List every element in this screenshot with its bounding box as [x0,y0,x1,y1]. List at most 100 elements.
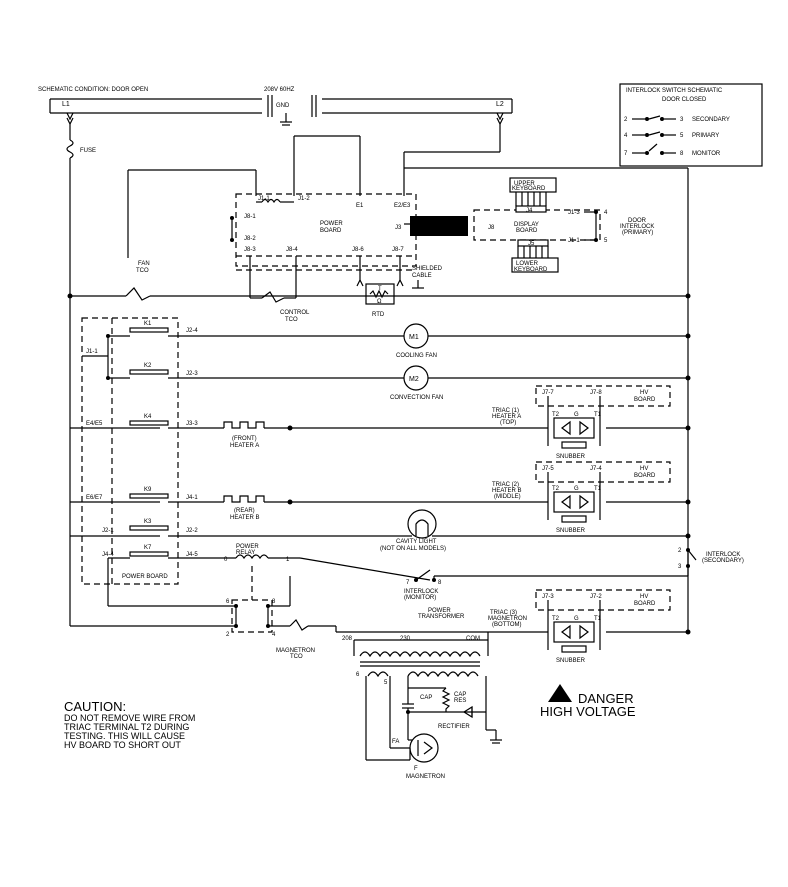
heater-a-element-icon [223,421,265,429]
hv-board-label: BOARD [634,397,656,403]
caution-title: CAUTION: [64,699,126,714]
ground-icon [280,113,292,126]
power-relay-label: RELAY [236,550,255,556]
tap-230: 230 [400,636,411,642]
heater-b-label: (REAR) [234,508,255,514]
resistor-icon [369,289,389,299]
legend-pin: 4 [624,133,628,139]
danger-text: DANGER [578,691,634,706]
relay-coil-icon [235,554,269,560]
shielded-cable-label: CABLE [412,273,432,279]
legend-primary: PRIMARY [692,133,719,139]
legend-subtitle: DOOR CLOSED [662,97,707,103]
door-interlock-label: DOOR [628,218,647,224]
control-tco-label: TCO [285,317,298,323]
lower-keyboard-label: KEYBOARD [514,267,548,273]
magnetron-triac-circuit [336,589,691,653]
legend-pin: 7 [624,151,628,157]
upper-keyboard-label: UPPER [514,181,535,187]
triac3-label: MAGNETRON [488,616,527,622]
pin-8: 8 [438,580,442,586]
high-voltage-text: HIGH VOLTAGE [540,704,636,719]
cap-res-label: RES [454,698,466,704]
fan-tco-label: TCO [136,268,149,274]
shielded-cable-label: SHIELDED [412,266,443,272]
pin-j4-5: J4-5 [186,552,198,558]
l1-wiring [66,112,236,627]
triac-t1: T1 [594,486,602,492]
schematic-condition: SCHEMATIC CONDITION: DOOR OPEN [38,87,148,93]
secondary-5: 5 [384,680,388,686]
magnetron-tco-label: TCO [290,654,303,660]
pin-3: 3 [678,564,682,570]
display-board-label: BOARD [516,228,538,234]
fuse-icon [66,139,74,159]
magnetron-fa: FA [392,739,399,745]
triac-g: G [574,412,579,418]
fuse-label: FUSE [80,148,96,154]
magnetron-f: F [414,766,418,772]
pin-j7-3: J7-3 [542,594,554,600]
pin-5: 5 [604,238,608,244]
pin-e4-e5: E4/E5 [86,421,103,427]
pin-e2-e3: E2/E3 [394,203,411,209]
magnetron-tco-label: MAGNETRON [276,648,315,654]
legend-pin: 8 [680,151,684,157]
caution-line: TRIAC TERMINAL T2 DURING [64,722,189,732]
motor-m2-label: M2 [409,376,419,383]
rtd-ohm-label: Ω [377,299,382,305]
rtd-t-label: T [378,286,382,292]
pin-6: 6 [226,599,230,605]
relay-k3-label: K3 [144,519,152,525]
pin-j7-2: J7-2 [590,594,602,600]
gnd-label: GND [276,103,290,109]
fan-tco [67,287,691,301]
filament-coil-icon [367,671,389,678]
pin-j3: J3 [395,225,402,231]
pin-j8-2: J8-2 [244,236,256,242]
power-board-label: POWER BOARD [122,574,168,580]
convection-fan-motor-icon [403,365,429,391]
pin-4: 4 [272,632,276,638]
relay-k1-label: K1 [144,321,152,327]
hv-board-label: HV [640,594,648,600]
relay-k7-label: K7 [144,545,152,551]
heater-b-circuit [168,461,691,523]
pin-j7-7: J7-7 [542,390,554,396]
pin-j1-3: J1-3 [568,210,580,216]
heater-a-circuit [168,385,691,449]
ground-icon [412,280,424,289]
snubber-label: SNUBBER [556,658,586,664]
caution-line: DO NOT REMOVE WIRE FROM [64,713,195,723]
magnetron-tco-icon [289,619,309,631]
legend-title: INTERLOCK SWITCH SCHEMATIC [626,88,723,94]
pin-j8-7: J8-7 [392,247,404,253]
magnetron-icon [409,733,439,763]
legend-secondary: SECONDARY [692,117,730,123]
triac-g: G [574,486,579,492]
power-transformer-label: POWER [428,608,451,614]
pin-j8-4: J8-4 [286,247,298,253]
pin-j8-6: J8-6 [352,247,364,253]
triac-g: G [574,616,579,622]
fan-tco-label: FAN [138,261,150,267]
cooling-fan-motor-icon [403,323,429,349]
pin-j7-4: J7-4 [590,466,602,472]
pin-2: 2 [226,632,230,638]
heater-a-label: (FRONT) [232,436,257,442]
heater-b-label: HEATER B [230,515,260,521]
legend-pin: 3 [680,117,684,123]
cavity-light-label: (NOT ON ALL MODELS) [380,546,446,552]
rtd-label: RTD [372,312,385,318]
triac2-label: TRIAC (2) [492,482,519,488]
l1-label: L1 [62,101,70,108]
convection-fan-label: CONVECTION FAN [390,395,443,401]
pin-e6-e7: E6/E7 [86,495,103,501]
upper-keyboard-label: KEYBOARD [512,186,546,192]
pin-j4-1: J4-1 [186,495,198,501]
power-board-label: BOARD [320,228,342,234]
magnetron-label: MAGNETRON [406,774,445,780]
pin-j1-1: J1-1 [86,349,98,355]
tap-com: COM [466,636,480,642]
pin-j2-2: J2-2 [186,528,198,534]
